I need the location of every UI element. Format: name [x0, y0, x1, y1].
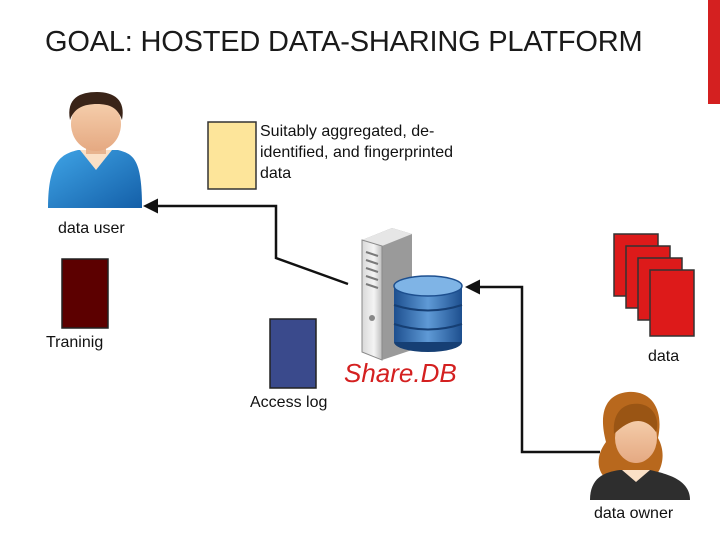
female-user-icon: [590, 391, 690, 500]
access-log-box: [269, 318, 317, 389]
connector-owner-to-server: [465, 279, 600, 454]
male-user-icon: [48, 92, 142, 208]
document-description: Suitably aggregated, de- identified, and…: [260, 121, 500, 184]
document-box: [207, 121, 257, 190]
document-description-line: identified, and fingerprinted: [260, 144, 454, 161]
connector-server-to-user: [143, 198, 349, 286]
share-db-label: Share.DB: [344, 358, 457, 388]
document-description-line: Suitably aggregated, de-: [260, 123, 435, 140]
data-user-label: data user: [58, 220, 125, 237]
server-database-icon: [361, 228, 463, 361]
title-accent-bar: [708, 0, 720, 104]
data-label: data: [648, 348, 680, 365]
training-box: [61, 258, 109, 329]
data-owner-label: data owner: [594, 505, 674, 522]
document-description-line: data: [260, 165, 292, 182]
data-stack-icon: [613, 233, 695, 337]
training-label: Traninig: [46, 334, 104, 351]
access-log-label: Access log: [250, 394, 328, 411]
slide-title: GOAL: HOSTED DATA-SHARING PLATFORM: [45, 26, 643, 58]
